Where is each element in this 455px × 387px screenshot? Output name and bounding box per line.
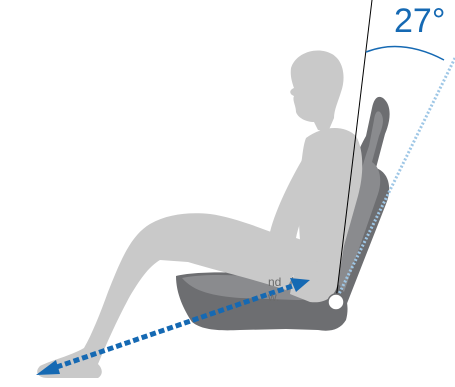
- hip-pivot-circle: [328, 294, 344, 310]
- angle-label: 27°: [394, 2, 445, 40]
- angle-arc: [366, 47, 444, 60]
- person-head: [290, 50, 343, 132]
- cropped-text-line-2: w.: [268, 290, 279, 304]
- cropped-text-line-1: nd: [268, 275, 281, 289]
